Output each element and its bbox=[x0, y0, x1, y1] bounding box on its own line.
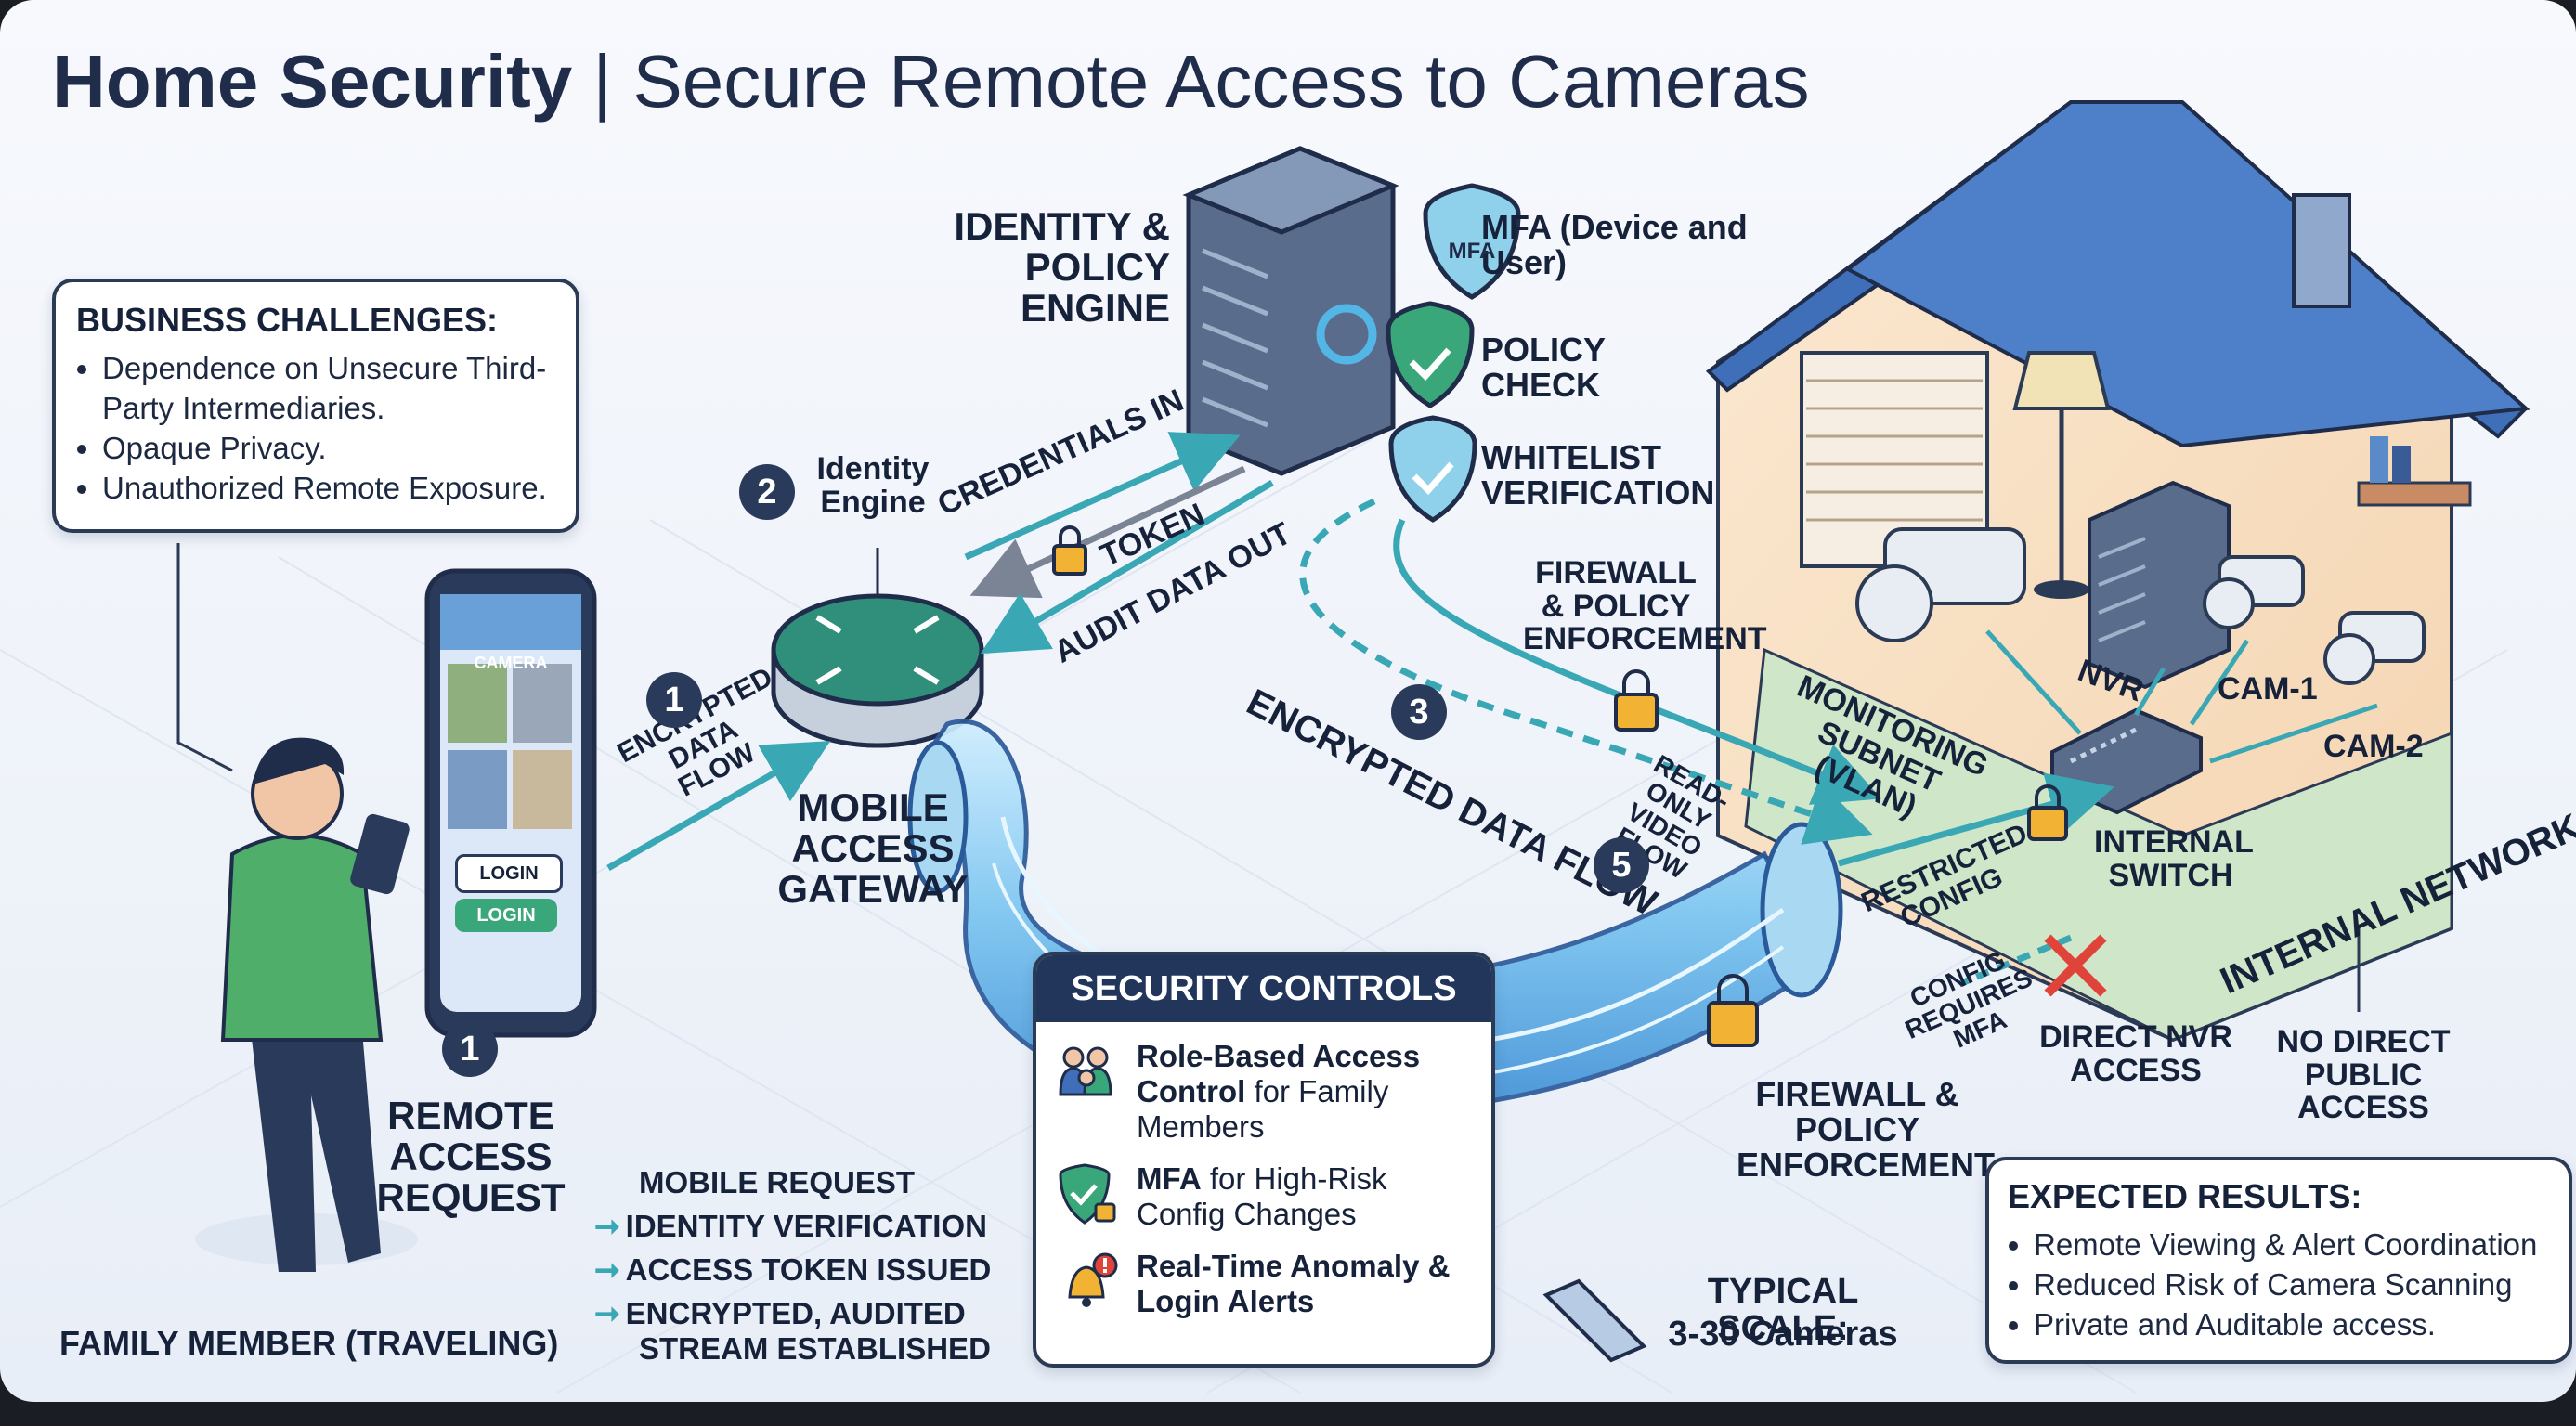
title-separator: | bbox=[572, 40, 633, 123]
whitelist-label: WHITELIST VERIFICATION bbox=[1481, 438, 1715, 512]
gateway-label: MOBILE ACCESS GATEWAY bbox=[777, 785, 969, 912]
no-public-access-label: NO DIRECT PUBLIC ACCESS bbox=[2276, 1024, 2451, 1126]
step-item: ACCESS TOKEN ISSUED bbox=[625, 1252, 992, 1287]
security-controls-heading: SECURITY CONTROLS bbox=[1036, 955, 1491, 1022]
step-number-3: 3 bbox=[1391, 684, 1447, 740]
page-title: Home Security | Secure Remote Access to … bbox=[52, 39, 1810, 124]
family-member-caption: FAMILY MEMBER (TRAVELING) bbox=[59, 1324, 559, 1362]
step-item: MOBILE REQUEST bbox=[639, 1165, 916, 1199]
mfa-badge: MFA bbox=[1448, 239, 1496, 264]
arrow-right-icon: ➞ bbox=[594, 1252, 620, 1287]
challenges-heading: BUSINESS CHALLENGES: bbox=[76, 301, 499, 339]
mfa-bold: MFA bbox=[1137, 1160, 1202, 1196]
blocked-x bbox=[2044, 934, 2107, 997]
typical-scale-value: 3-30 Cameras bbox=[1668, 1315, 1898, 1354]
control-alerts: Real-Time Anomaly & Login Alerts bbox=[1053, 1249, 1475, 1319]
step-item-row: ➞ACCESS TOKEN ISSUED bbox=[594, 1251, 992, 1288]
rbac-rest: for Family Members bbox=[1137, 1073, 1389, 1144]
flow-arrows bbox=[606, 432, 2114, 988]
bell-alert-icon bbox=[1068, 1252, 1118, 1307]
security-controls-box: SECURITY CONTROLS Role-Based Access Cont… bbox=[1033, 952, 1495, 1368]
business-challenges-box: BUSINESS CHALLENGES: Dependence on Unsec… bbox=[52, 279, 579, 533]
title-bold: Home Security bbox=[52, 40, 573, 123]
expected-results-heading: EXPECTED RESULTS: bbox=[2008, 1177, 2362, 1215]
result-item: Private and Auditable access. bbox=[2034, 1305, 2550, 1345]
steps-list: MOBILE REQUEST ➞IDENTITY VERIFICATION ➞A… bbox=[594, 1165, 992, 1367]
title-rest: Secure Remote Access to Cameras bbox=[632, 40, 1810, 123]
phone-login-field: LOGIN bbox=[455, 854, 563, 893]
challenge-connector bbox=[176, 543, 233, 772]
arrow-right-icon: ➞ bbox=[594, 1209, 620, 1243]
remote-access-request-label: REMOTE ACCESS REQUEST bbox=[376, 1094, 566, 1220]
step-item: ENCRYPTED, AUDITED STREAM ESTABLISHED bbox=[625, 1296, 991, 1366]
step-item-row: ➞ENCRYPTED, AUDITED STREAM ESTABLISHED bbox=[594, 1295, 992, 1367]
rbac-bold: Role-Based Access Control bbox=[1137, 1039, 1421, 1108]
step-number-2: 2 bbox=[739, 464, 795, 520]
phone-illustration bbox=[424, 568, 597, 1038]
step-item-row: ➞IDENTITY VERIFICATION bbox=[594, 1208, 992, 1244]
firewall-top-label: FIREWALL & POLICY ENFORCEMENT bbox=[1523, 555, 1767, 657]
identity-server bbox=[1182, 146, 1399, 476]
alerts-bold: Real-Time Anomaly & Login Alerts bbox=[1137, 1248, 1451, 1318]
phone-login-button: LOGIN bbox=[455, 899, 557, 932]
result-item: Remote Viewing & Alert Coordination bbox=[2034, 1225, 2550, 1265]
challenge-item: Opaque Privacy. bbox=[102, 429, 555, 469]
mfa-label: MFA (Device and User) bbox=[1481, 208, 1748, 281]
person-illustration bbox=[195, 737, 418, 1272]
result-item: Reduced Risk of Camera Scanning bbox=[2034, 1265, 2550, 1305]
identity-engine-label: Identity Engine bbox=[816, 451, 930, 520]
cam1-label: CAM-1 bbox=[2218, 671, 2318, 707]
internal-switch-label: INTERNAL SWITCH bbox=[2094, 824, 2254, 893]
lock-icons bbox=[1052, 525, 2068, 1047]
house-illustration bbox=[1705, 100, 2530, 1043]
challenge-item: Dependence on Unsecure Third-Party Inter… bbox=[102, 349, 555, 429]
mfa-rest: for High-Risk Config Changes bbox=[1137, 1160, 1387, 1231]
step-item: IDENTITY VERIFICATION bbox=[625, 1209, 987, 1243]
typical-scale-label: TYPICAL SCALE: bbox=[1707, 1272, 1859, 1348]
step-number-5: 5 bbox=[1594, 837, 1649, 893]
step-number-1b: 1 bbox=[442, 1021, 498, 1077]
cam2-label: CAM-2 bbox=[2323, 729, 2424, 764]
challenge-item: Unauthorized Remote Exposure. bbox=[102, 469, 555, 509]
ruler-icon bbox=[1542, 1278, 1647, 1363]
arrow-right-icon: ➞ bbox=[594, 1296, 620, 1330]
identity-policy-engine-label: IDENTITY & POLICY ENGINE bbox=[954, 204, 1170, 331]
gateway-device bbox=[771, 548, 984, 748]
step-number-1: 1 bbox=[646, 672, 702, 728]
family-icon bbox=[1059, 1046, 1112, 1096]
control-mfa: MFA for High-Risk Config Changes bbox=[1053, 1161, 1475, 1232]
direct-nvr-label: DIRECT NVR ACCESS bbox=[2039, 1019, 2232, 1088]
phone-screen-title: CAMERA bbox=[474, 654, 548, 672]
shield-icons bbox=[1386, 183, 1521, 523]
control-rbac: Role-Based Access Control for Family Mem… bbox=[1053, 1039, 1475, 1145]
policy-check-label: POLICY CHECK bbox=[1481, 331, 1606, 404]
expected-results-box: EXPECTED RESULTS: Remote Viewing & Alert… bbox=[1985, 1157, 2572, 1364]
firewall-bottom-label: FIREWALL & POLICY ENFORCEMENT bbox=[1737, 1075, 1995, 1184]
shield-lock-icon bbox=[1059, 1163, 1116, 1225]
